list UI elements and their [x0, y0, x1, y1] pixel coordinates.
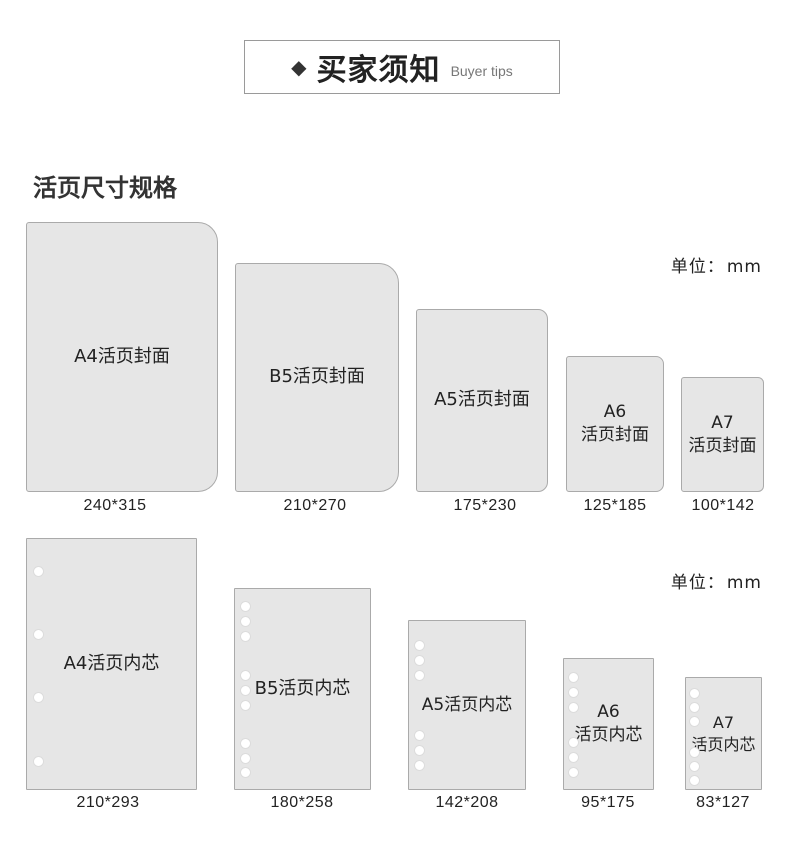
buyer-tips-banner: ◆ 买家须知 Buyer tips [244, 40, 560, 94]
banner-subtitle: Buyer tips [450, 63, 513, 79]
section-title: 活页尺寸规格 [33, 174, 177, 202]
binder-hole [689, 716, 700, 727]
insert-size-b5: 180*258 [270, 794, 334, 811]
binder-hole [689, 688, 700, 699]
insert-size-a7: 83*127 [696, 794, 750, 811]
binder-hole [240, 631, 251, 642]
binder-hole [689, 775, 700, 786]
binder-hole [568, 687, 579, 698]
binder-hole [33, 692, 44, 703]
insert-size-a6: 95*175 [581, 794, 635, 811]
binder-hole [33, 756, 44, 767]
cover-card-a4: A4活页封面 [26, 222, 218, 492]
binder-hole [414, 655, 425, 666]
cover-size-a6: 125*185 [583, 497, 647, 514]
cover-size-a5: 175*230 [453, 497, 517, 514]
insert-size-a4: 210*293 [76, 794, 140, 811]
cover-card-b5: B5活页封面 [235, 263, 399, 492]
binder-hole [240, 753, 251, 764]
binder-hole [568, 737, 579, 748]
diamond-icon: ◆ [291, 55, 307, 79]
insert-card-a4: A4活页内芯 [26, 538, 197, 790]
binder-hole [240, 738, 251, 749]
binder-hole [414, 760, 425, 771]
insert-card-a5: A5活页内芯 [408, 620, 526, 790]
cover-size-b5: 210*270 [283, 497, 347, 514]
binder-hole [568, 767, 579, 778]
binder-hole [689, 747, 700, 758]
binder-hole [240, 670, 251, 681]
binder-hole [240, 616, 251, 627]
binder-hole [33, 566, 44, 577]
binder-hole [240, 601, 251, 612]
binder-hole [414, 640, 425, 651]
binder-hole [568, 672, 579, 683]
insert-card-b5: B5活页内芯 [234, 588, 371, 790]
binder-hole [240, 700, 251, 711]
binder-hole [689, 702, 700, 713]
banner-title: 买家须知 [316, 53, 441, 88]
unit-label-inserts: 单位：mm [670, 573, 762, 593]
unit-label-covers: 单位：mm [670, 257, 762, 277]
cover-card-a5: A5活页封面 [416, 309, 548, 492]
binder-hole [414, 670, 425, 681]
binder-hole [33, 629, 44, 640]
binder-hole [689, 761, 700, 772]
binder-hole [240, 767, 251, 778]
cover-size-a4: 240*315 [83, 497, 147, 514]
binder-hole [240, 685, 251, 696]
cover-size-a7: 100*142 [691, 497, 755, 514]
binder-hole [414, 745, 425, 756]
binder-hole [414, 730, 425, 741]
insert-size-a5: 142*208 [435, 794, 499, 811]
binder-hole [568, 752, 579, 763]
binder-hole [568, 702, 579, 713]
